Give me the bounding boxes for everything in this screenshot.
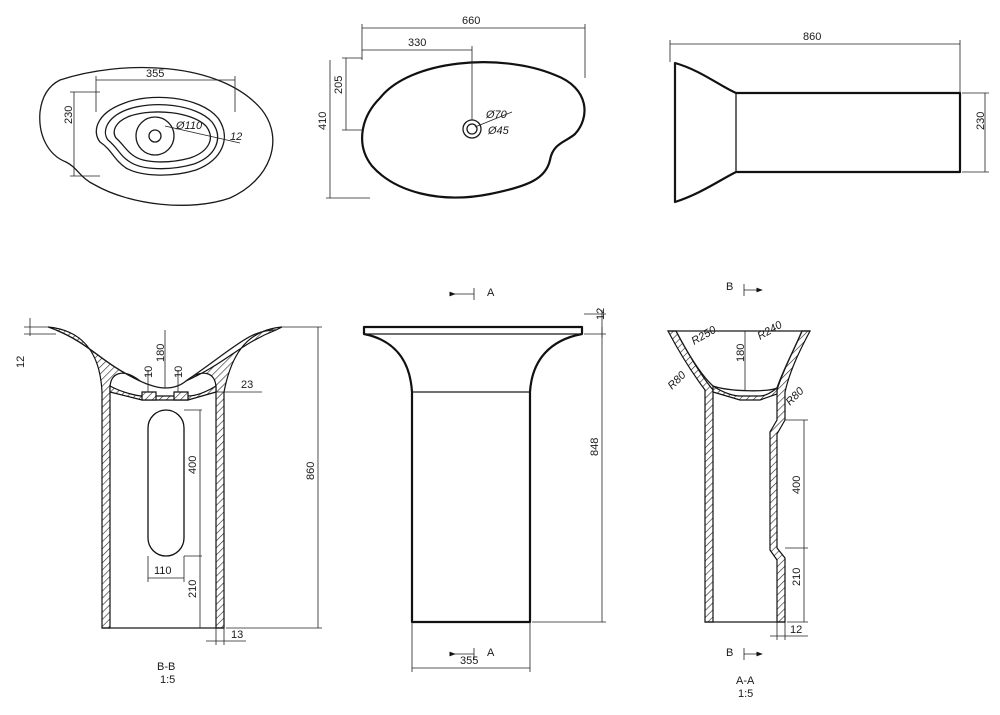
dim-r250: R250: [690, 324, 720, 348]
dim-210: 210: [187, 580, 199, 598]
dim-10a: 10: [143, 366, 155, 378]
dim-drain-110: Ø110: [175, 120, 203, 132]
dim-210-aa: 210: [791, 568, 803, 586]
dim-r240: R240: [756, 319, 786, 343]
section-aa-caption: A-A: [736, 675, 755, 687]
mark-a-bottom: A: [487, 647, 495, 659]
top-right-side-view: 860 230: [669, 31, 989, 204]
dim-400-aa: 400: [791, 476, 803, 494]
section-aa-scale: 1:5: [738, 688, 753, 700]
dim-230: 230: [63, 106, 75, 124]
mark-a-top: A: [487, 287, 495, 299]
front-view: 12 848 355 A A: [362, 287, 607, 672]
slot-opening: [147, 409, 185, 557]
dim-660: 660: [462, 15, 480, 27]
dim-drain-70: Ø70: [485, 109, 508, 121]
dim-r80-right: R80: [784, 385, 807, 408]
dim-r80-left: R80: [666, 369, 689, 392]
dim-180: 180: [155, 344, 167, 362]
dim-110: 110: [154, 565, 172, 577]
section-a-a: 180 R250 R240 R80 R80 400 210 12 B B A-A…: [666, 281, 811, 700]
dim-355-front: 355: [460, 655, 478, 667]
section-b-b: 12 180 10 10 23 400 110 210 860 13 B-B 1…: [15, 318, 322, 686]
dim-10b: 10: [173, 366, 185, 378]
top-left-plan-view: 355 230 Ø110 12: [39, 66, 274, 206]
dim-12: 12: [15, 356, 27, 368]
dim-410: 410: [317, 112, 329, 130]
mark-b-bottom: B: [726, 647, 733, 659]
dim-330: 330: [408, 37, 426, 49]
dim-860: 860: [803, 31, 821, 43]
section-bb-caption: B-B: [157, 661, 175, 673]
dim-rim-12: 12: [230, 131, 242, 143]
section-bb-scale: 1:5: [160, 674, 175, 686]
top-middle-plan-view: 660 330 205 410 Ø70 Ø45: [317, 15, 586, 199]
dim-drain-45: Ø45: [487, 125, 510, 137]
dim-23: 23: [241, 379, 253, 391]
mark-b-top: B: [726, 281, 733, 293]
dim-12-aa: 12: [790, 624, 802, 636]
dim-180-aa: 180: [735, 344, 747, 362]
dim-860-bb: 860: [305, 462, 317, 480]
dim-12-front: 12: [595, 308, 607, 320]
dim-848: 848: [589, 438, 601, 456]
dim-230-side: 230: [975, 112, 987, 130]
dim-355: 355: [146, 68, 164, 80]
dim-13: 13: [231, 629, 243, 641]
dim-400: 400: [187, 456, 199, 474]
dim-205: 205: [333, 76, 345, 94]
